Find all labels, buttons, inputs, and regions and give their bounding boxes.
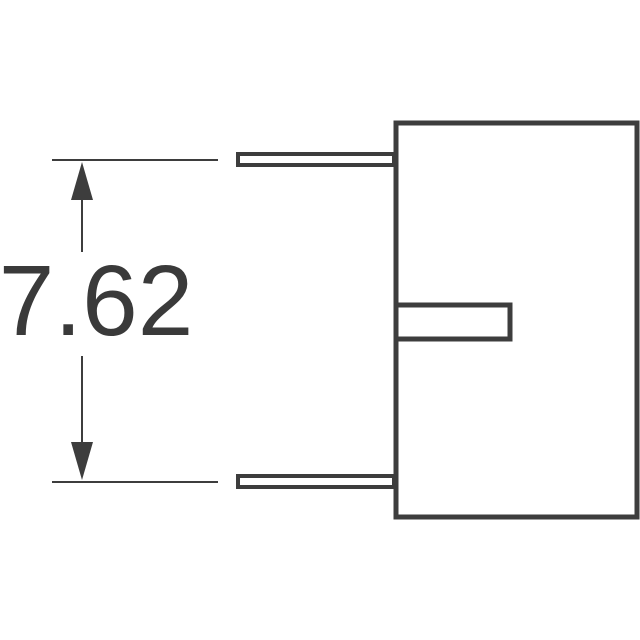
top-lead (236, 152, 396, 167)
dimension-label: 7.62 (0, 245, 193, 357)
arrowhead-down-icon (71, 442, 93, 480)
bottom-lead (236, 474, 396, 489)
arrowhead-up-icon (71, 162, 93, 200)
center-tab (393, 302, 513, 342)
